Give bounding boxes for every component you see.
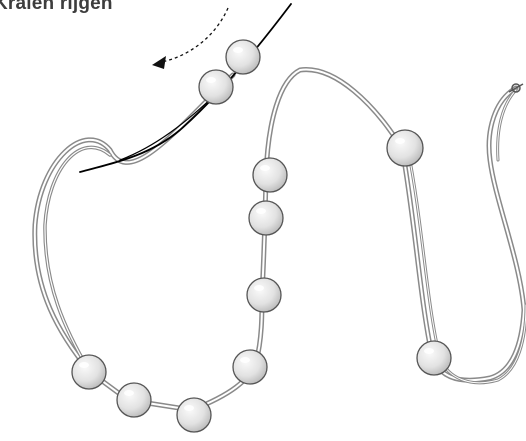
bead [248,200,284,236]
beads [71,39,452,433]
bead [116,382,152,418]
bead [416,340,452,376]
page-title: Kralen rijgen [0,0,113,14]
bead [386,129,424,167]
bead [176,397,212,433]
bead [71,354,107,390]
dashed-curved-arrow-icon [152,7,229,69]
needle-thread [79,3,292,173]
cord-group [32,67,526,413]
bead [246,277,282,313]
bead [252,157,288,193]
cord-knot [508,83,524,93]
bead [225,39,261,75]
cord-core-string [33,68,525,411]
bead [232,349,268,385]
bead [198,69,234,105]
